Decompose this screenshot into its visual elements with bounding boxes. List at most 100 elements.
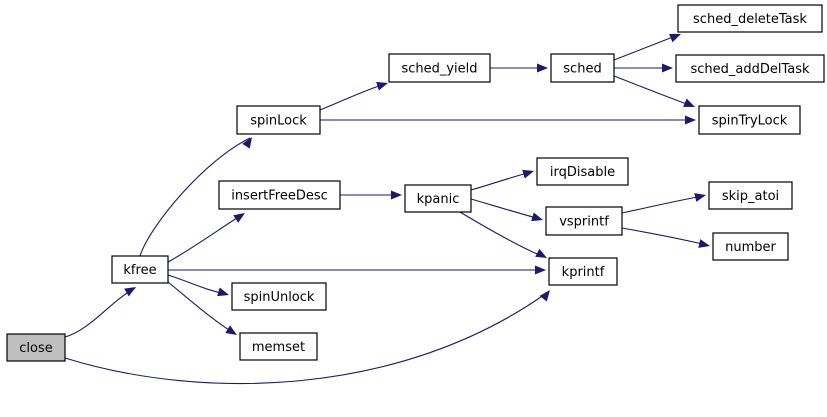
arrow-head-icon	[233, 213, 245, 223]
node-label: vsprintf	[559, 215, 609, 230]
node-box[interactable]	[231, 282, 327, 311]
node-label: memset	[252, 340, 305, 355]
node-box[interactable]	[236, 105, 321, 135]
edge-close-to-kfree	[64, 287, 136, 338]
node-spinLock[interactable]: spinLock	[236, 105, 321, 135]
node-close[interactable]: close	[6, 333, 66, 362]
node-label: skip_atoi	[722, 189, 779, 204]
node-label: sched	[563, 62, 601, 77]
node-kpanic[interactable]: kpanic	[404, 184, 472, 213]
arrow-head-icon	[535, 248, 547, 258]
node-sched_yield[interactable]: sched_yield	[388, 53, 491, 83]
node-irqDisable[interactable]: irqDisable	[536, 157, 629, 186]
node-label: sched_yield	[401, 62, 477, 77]
edge-kfree-to-insertFreeDesc	[167, 213, 245, 263]
node-label: spinLock	[250, 114, 307, 129]
node-spinTryLock[interactable]: spinTryLock	[698, 105, 801, 135]
edge-kfree-to-spinUnlock	[167, 274, 229, 297]
node-number[interactable]: number	[712, 232, 789, 261]
node-label: sched_deleteTask	[693, 12, 807, 27]
node-label: irqDisable	[550, 165, 615, 180]
node-box[interactable]	[111, 255, 169, 284]
node-label: kfree	[123, 263, 156, 278]
edge-kfree-to-kprintf	[168, 265, 546, 275]
node-box[interactable]	[712, 232, 789, 261]
edge-line	[319, 83, 386, 111]
node-label: number	[725, 240, 776, 255]
edges-layer	[64, 33, 710, 385]
node-sched[interactable]: sched	[550, 53, 615, 83]
node-box[interactable]	[675, 54, 825, 83]
arrow-head-icon	[662, 63, 673, 73]
node-label: spinTryLock	[712, 114, 788, 129]
node-sched_addDelTask[interactable]: sched_addDelTask	[675, 54, 825, 83]
arrow-head-icon	[225, 325, 237, 335]
arrow-head-icon	[698, 239, 710, 248]
node-box[interactable]	[708, 181, 793, 210]
node-label: kprintf	[562, 265, 605, 280]
edge-vsprintf-to-skip_atoi	[621, 193, 706, 214]
edge-line	[459, 211, 545, 258]
edge-line	[470, 171, 532, 191]
node-vsprintf[interactable]: vsprintf	[545, 206, 623, 236]
edge-kfree-to-spinLock	[139, 137, 252, 257]
edge-spinLock-to-spinTryLock	[320, 115, 696, 125]
arrow-head-icon	[669, 33, 681, 43]
edge-kpanic-to-vsprintf	[470, 198, 543, 222]
edge-line	[64, 291, 549, 385]
arrow-head-icon	[391, 190, 402, 200]
node-box[interactable]	[548, 257, 618, 286]
edge-line	[167, 213, 244, 263]
node-kfree[interactable]: kfree	[111, 255, 169, 284]
edge-kpanic-to-irqDisable	[470, 169, 534, 191]
node-box[interactable]	[6, 333, 66, 362]
edge-line	[139, 137, 251, 257]
node-box[interactable]	[677, 4, 823, 33]
node-box[interactable]	[404, 184, 472, 213]
edge-line	[613, 34, 679, 61]
node-kprintf[interactable]: kprintf	[548, 257, 618, 286]
arrow-head-icon	[217, 287, 229, 297]
node-sched_deleteTask[interactable]: sched_deleteTask	[677, 4, 823, 33]
node-box[interactable]	[239, 332, 318, 361]
arrow-head-icon	[537, 63, 548, 73]
node-label: insertFreeDesc	[231, 189, 328, 204]
edge-line	[621, 227, 708, 246]
node-box[interactable]	[698, 105, 801, 135]
arrow-head-icon	[535, 265, 546, 275]
node-label: spinUnlock	[244, 290, 315, 305]
edge-sched-to-sched_addDelTask	[614, 63, 673, 73]
arrow-head-icon	[694, 193, 706, 202]
node-box[interactable]	[550, 53, 615, 83]
node-insertFreeDesc[interactable]: insertFreeDesc	[218, 180, 341, 210]
edge-line	[64, 287, 136, 338]
edge-insertFreeDesc-to-kpanic	[340, 190, 402, 200]
node-box[interactable]	[218, 180, 341, 210]
arrow-head-icon	[683, 98, 695, 107]
node-memset[interactable]: memset	[239, 332, 318, 361]
node-spinUnlock[interactable]: spinUnlock	[231, 282, 327, 311]
node-box[interactable]	[536, 157, 629, 186]
edge-kfree-to-memset	[167, 281, 237, 335]
edge-line	[167, 281, 235, 334]
arrow-head-icon	[124, 287, 136, 297]
edge-line	[167, 274, 227, 295]
node-label: sched_addDelTask	[690, 62, 810, 77]
arrow-head-icon	[685, 115, 696, 125]
edge-spinLock-to-sched_yield	[319, 81, 388, 111]
arrow-head-icon	[539, 290, 550, 302]
node-label: close	[19, 341, 52, 356]
node-skip_atoi[interactable]: skip_atoi	[708, 181, 793, 210]
edge-vsprintf-to-number	[621, 227, 710, 248]
arrow-head-icon	[531, 212, 543, 222]
arrow-head-icon	[522, 169, 534, 179]
nodes-layer: close kfree spinLock insertFreeDesc spinUnlo…	[6, 4, 825, 362]
edge-sched_yield-to-sched	[490, 63, 548, 73]
node-box[interactable]	[388, 53, 491, 83]
edge-sched-to-sched_deleteTask	[613, 33, 681, 61]
node-label: kpanic	[417, 192, 460, 207]
arrow-head-icon	[376, 81, 388, 91]
node-box[interactable]	[545, 206, 623, 236]
